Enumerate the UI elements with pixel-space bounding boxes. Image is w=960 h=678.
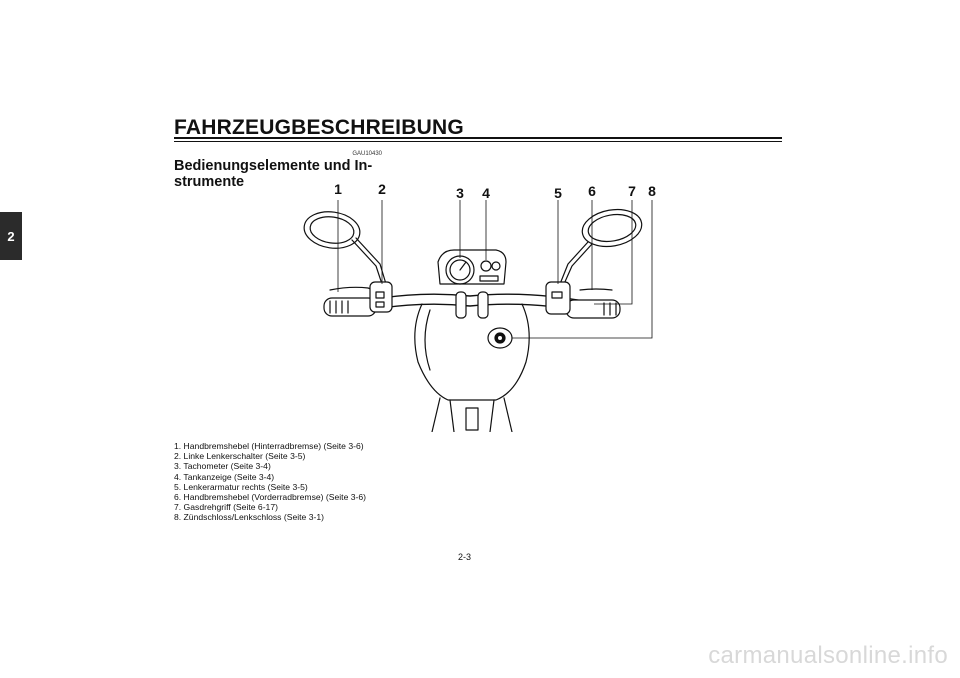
section-title-line-2: strumente	[174, 174, 245, 190]
chapter-title: FAHRZEUGBESCHREIBUNG	[174, 116, 464, 139]
caption-item: 4. Tankanzeige (Seite 3-4)	[174, 471, 275, 482]
left-mirror	[303, 211, 387, 285]
header-rule-thick	[174, 137, 782, 139]
caption-item: 6. Handbremshebel (Vorderradbremse) (Sei…	[174, 492, 367, 503]
page-number: 2-3	[458, 552, 472, 562]
callout-5: 5	[554, 185, 562, 201]
ignition-switch	[487, 327, 513, 349]
right-grip	[565, 299, 621, 319]
section-title: Bedienungselemente und In- strumente	[174, 158, 384, 190]
callout-3: 3	[456, 185, 464, 201]
right-brake-lever	[579, 288, 613, 291]
left-brake-lever	[329, 286, 381, 293]
callout-8: 8	[648, 183, 656, 199]
callout-2: 2	[378, 181, 386, 197]
section-title-line-1: Bedienungselemente und In-	[174, 158, 373, 174]
header-rule-thin	[174, 141, 782, 142]
figure-caption-list: 1. Handbremshebel (Hinterradbremse) (Sei…	[174, 441, 366, 523]
caption-item: 1. Handbremshebel (Hinterradbremse) (Sei…	[174, 441, 364, 451]
caption-item: 2. Linke Lenkerschalter (Seite 3-5)	[174, 451, 306, 462]
chapter-side-tab: 2	[0, 212, 22, 260]
callout-6: 6	[588, 183, 596, 199]
left-grip	[323, 297, 377, 317]
caption-item: 5. Lenkerarmatur rechts (Seite 3-5)	[174, 481, 308, 492]
instrument-cluster	[437, 249, 507, 285]
watermark[interactable]: carmanualsonline.info	[708, 642, 948, 669]
right-mirror	[559, 208, 643, 285]
callout-4: 4	[482, 185, 490, 201]
section-code: GAU10430	[352, 151, 382, 157]
caption-item: 7. Gasdrehgriff (Seite 6-17)	[174, 502, 278, 513]
handlebar-illustration: 1 2 3 4 5 6 7 8	[303, 181, 656, 432]
caption-item: 3. Tachometer (Seite 3-4)	[174, 461, 271, 472]
front-cowl	[414, 303, 530, 401]
caption-item: 8. Zündschloss/Lenkschloss (Seite 3-1)	[174, 512, 324, 523]
callout-1: 1	[334, 181, 342, 197]
callout-7: 7	[628, 183, 636, 199]
